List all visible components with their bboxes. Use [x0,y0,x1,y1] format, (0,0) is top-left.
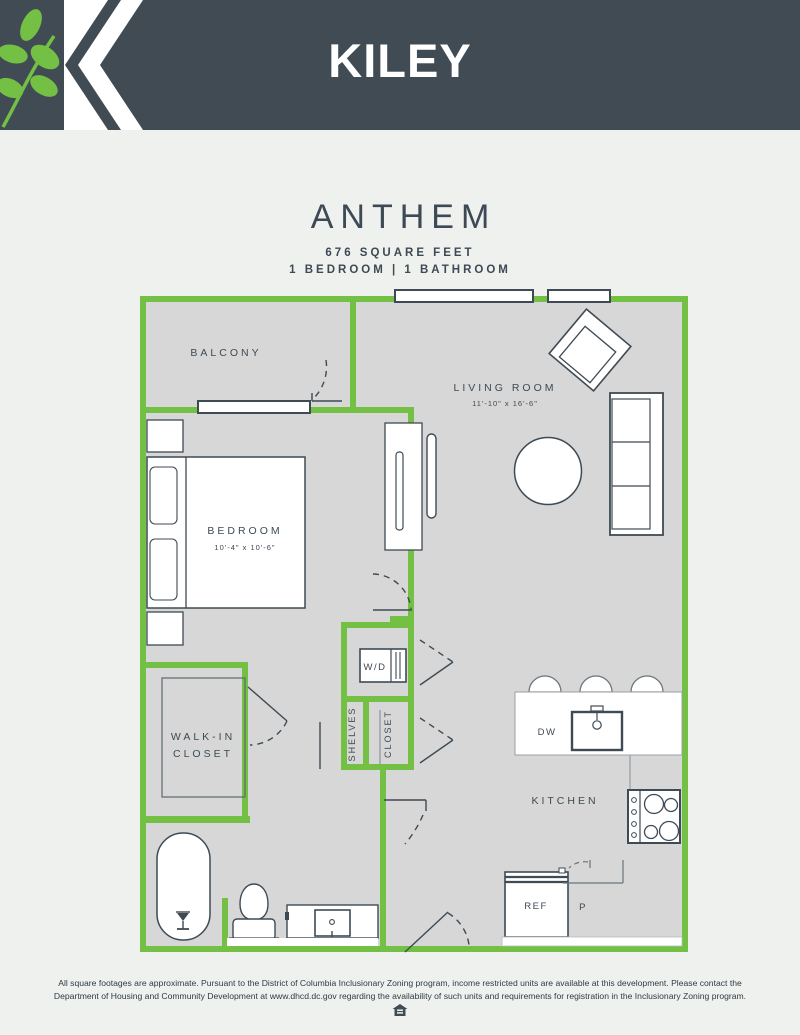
bedroom-label: BEDROOM [207,525,282,537]
window-bedroom [197,400,311,414]
shelves-label: SHELVES [347,707,357,762]
window-living-1 [394,289,534,303]
unit-area: 676 SQUARE FEET [325,247,475,259]
kitchen-counter [514,675,683,790]
pantry [563,860,624,884]
walk-in-closet-label: WALK-IN [171,731,235,743]
leaf-icon [0,9,60,128]
vanity-sink [285,904,379,939]
dishwasher-label: DW [538,727,557,738]
doors [247,359,470,953]
stool [528,675,562,693]
burner [643,824,659,840]
round-table [513,436,583,506]
washer-dryer [359,648,407,683]
brand-title: KILEY [328,34,472,87]
disclaimer: All square footages are approximate. Pur… [53,978,747,1001]
kiley-logo [0,0,143,130]
washer-dryer-label: W/D [364,662,387,673]
floor-plan: BALCONY LIVING ROOM 11'-10" x 16'-6" BED… [140,289,688,953]
bedroom-dims: 10'-4" x 10'-6" [214,543,275,552]
refrigerator [504,867,569,938]
stool [630,675,664,693]
sofa [609,392,664,536]
logo-chevron-notch [64,0,143,130]
stool [579,675,613,693]
walk-in-closet-outline [161,677,246,798]
burner [663,797,679,813]
bathtub [156,832,211,941]
vanity-counter [227,938,378,946]
living-room-dims: 11'-10" x 16'-6" [472,399,538,408]
unit-config: 1 BEDROOM | 1 BATHROOM [289,264,511,276]
refrigerator-label: REF [524,901,548,912]
unit-name: ANTHEM [310,198,497,236]
entry-landing [501,936,683,947]
header-banner: KILEY [0,0,800,130]
logo-chevron-stripe [65,0,121,130]
burner [658,820,680,842]
window-living-2 [547,289,611,303]
stove [627,789,681,844]
windows [197,289,611,414]
dresser [384,422,423,551]
equal-housing-icon [392,1004,408,1016]
walk-in-closet-label2: CLOSET [173,748,233,760]
pillow [149,538,178,601]
pillow [149,466,178,525]
kitchen-label: KITCHEN [531,795,598,807]
living-room-label: LIVING ROOM [453,382,556,394]
bed [146,419,306,646]
nightstand-bottom [146,611,184,646]
tv [426,433,437,519]
closet-label: CLOSET [383,710,393,758]
nightstand-top [146,419,184,453]
armchair [548,308,632,392]
pantry-label: P [579,902,587,913]
sink [570,705,624,752]
burner [643,793,665,815]
balcony-label: BALCONY [190,347,261,359]
